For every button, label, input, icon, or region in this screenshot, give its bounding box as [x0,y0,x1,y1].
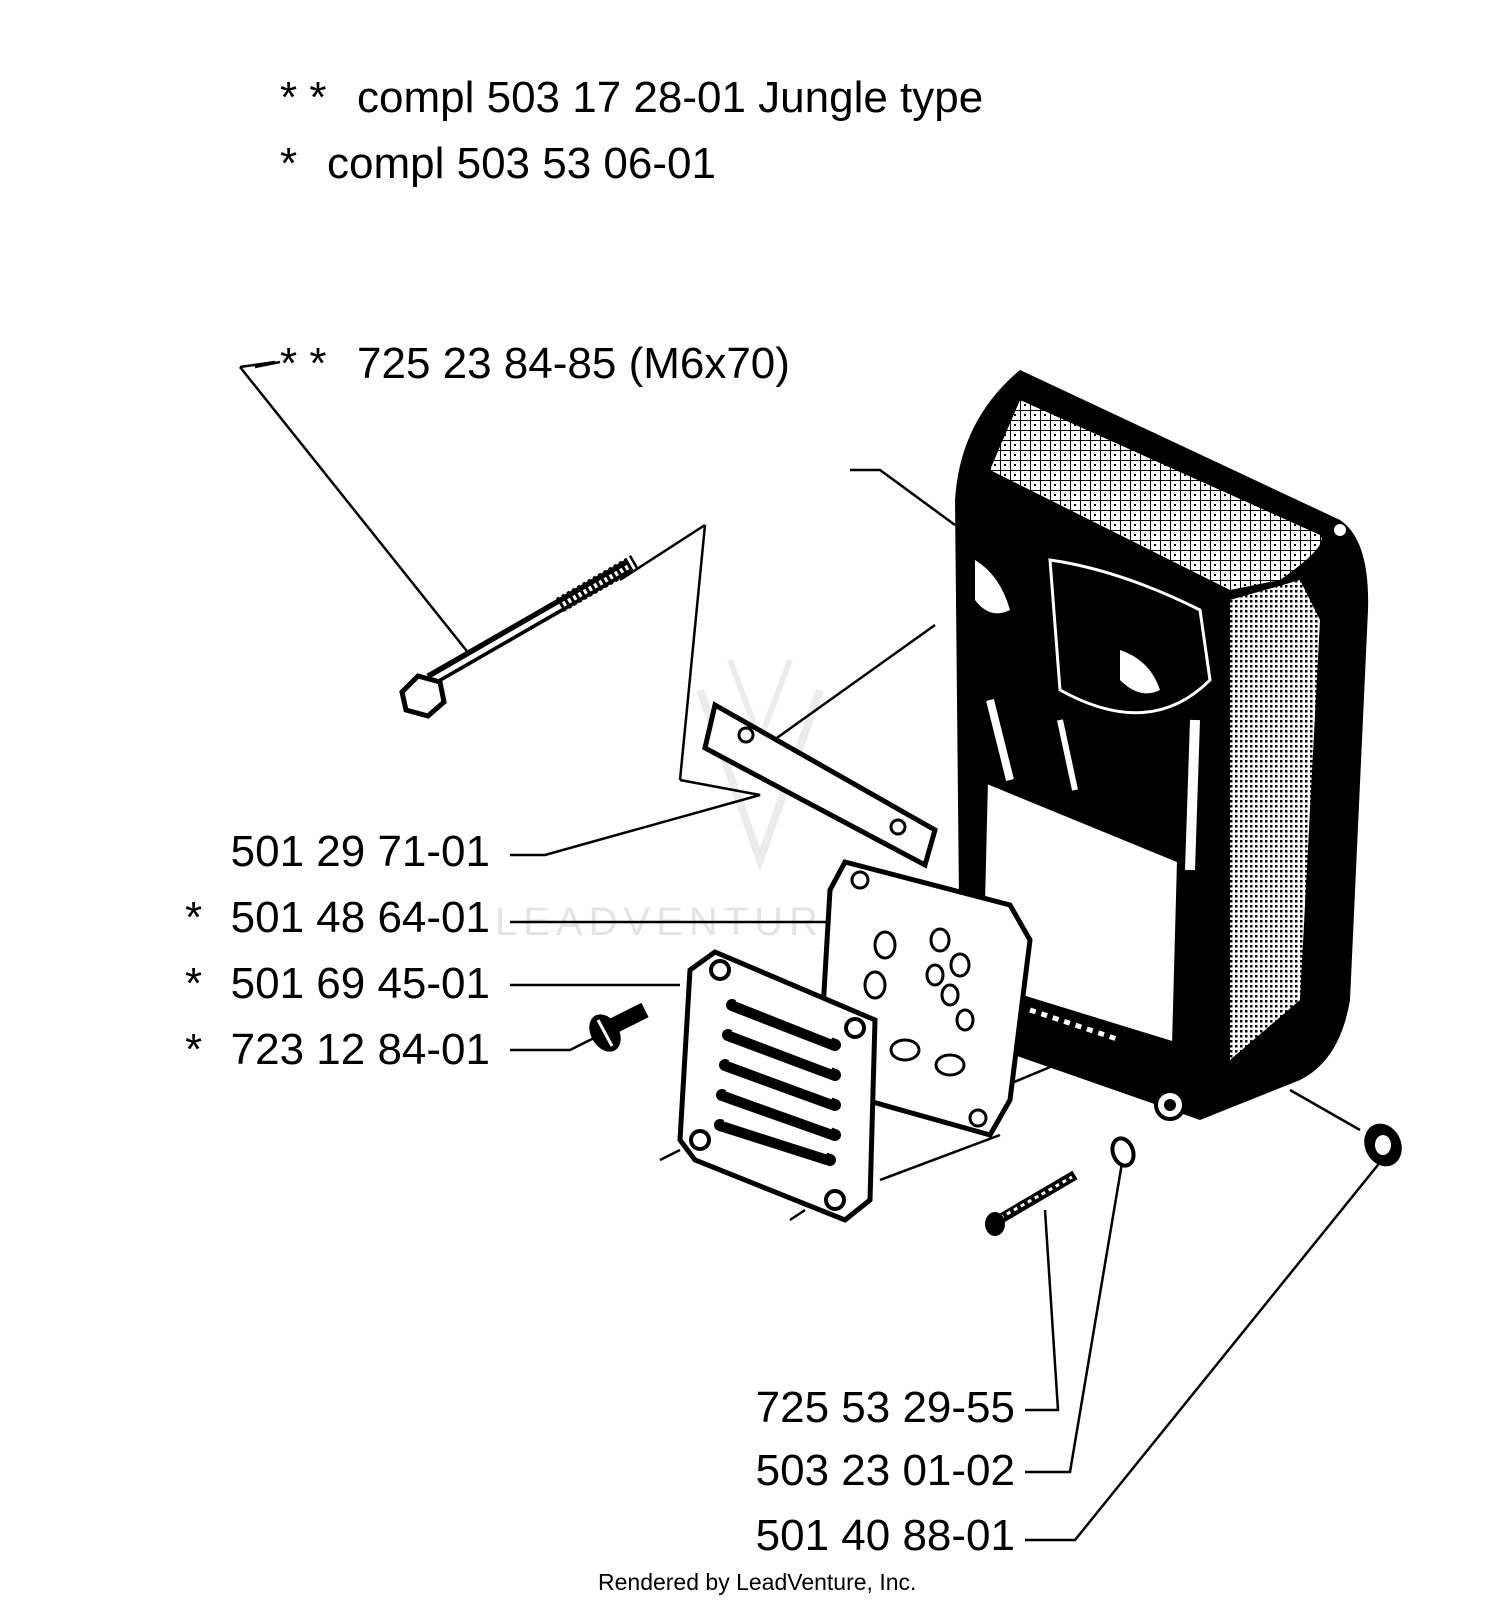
mounting-plate [702,701,938,869]
callout-bolt-text: 725 23 84-85 (M6x70) [357,339,790,388]
header-line1-marker: * * [280,73,326,122]
footer-credit: Rendered by LeadVenture, Inc. [598,1569,916,1595]
header-line2-marker: * [280,139,297,188]
header-line2-text: compl 503 53 06-01 [327,139,716,188]
spark-guard [677,949,878,1223]
callout-gasket-marker: * [185,893,202,942]
long-bolt [399,555,639,719]
callout-guard-text: 501 69 45-01 [231,959,490,1008]
header-line1-text: compl 503 17 28-01 Jungle type [357,73,983,122]
muffler-body [955,370,1369,1121]
small-bolt [985,1170,1078,1236]
nut [1364,1123,1402,1167]
screw [589,1002,649,1052]
callout-plate-text: 501 29 71-01 [231,827,490,876]
callout-bolt-small-text: 725 53 29-55 [756,1383,1015,1432]
washer [1110,1136,1136,1168]
guard-louvers [714,998,841,1166]
callout-screw-marker: * [185,1025,202,1074]
callout-guard-marker: * [185,959,202,1008]
callout-nut-text: 501 40 88-01 [756,1511,1015,1560]
callout-screw-text: 723 12 84-01 [231,1025,490,1074]
callout-bolt-marker: * * [280,339,326,388]
callout-washer-text: 503 23 01-02 [756,1446,1015,1495]
callout-gasket-text: 501 48 64-01 [231,893,490,942]
